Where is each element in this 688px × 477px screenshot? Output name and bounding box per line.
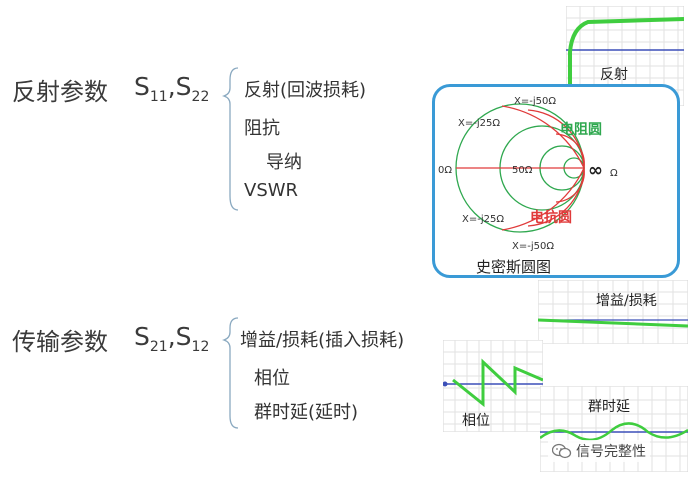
reflection-title: 反射参数 — [12, 78, 108, 106]
transmission-params: S21,S12 — [134, 322, 210, 355]
reflection-item-return-loss: 反射(回波损耗) — [244, 80, 367, 101]
smith-chart-box — [432, 84, 680, 278]
transmission-item-group-delay: 群时延(延时) — [254, 402, 359, 423]
reactance-arc-upper-2 — [527, 109, 585, 169]
reactance-arc-lower-3 — [555, 167, 585, 203]
smith-caption: 史密斯圆图 — [476, 258, 551, 276]
watermark: 信号完整性 — [548, 440, 650, 462]
reflection-item-admittance: 导纳 — [266, 152, 302, 173]
label-infinity-unit: Ω — [610, 168, 618, 179]
reactance-arc-lower-1 — [501, 167, 585, 231]
watermark-text: 信号完整性 — [576, 444, 646, 460]
reactance-arc-lower-2 — [527, 167, 585, 227]
panel-label-gain-loss: 增益/损耗 — [596, 293, 657, 309]
reactance-arc-upper-3 — [555, 133, 585, 169]
smith-chart: X=-j50Ω X=-j25Ω 0Ω 50Ω ∞ Ω X=-j25Ω X=-j5… — [438, 96, 618, 276]
label-infinity: ∞ — [588, 160, 603, 181]
panel-label-group-delay: 群时延 — [588, 399, 630, 415]
reflection-item-impedance: 阻抗 — [244, 118, 280, 139]
reflection-params: S11,S22 — [134, 72, 210, 105]
transmission-brace — [222, 317, 239, 429]
reflection-item-vswr: VSWR — [244, 180, 299, 201]
wechat-icon — [552, 443, 572, 459]
transmission-item-gain-loss: 增益/损耗(插入损耗) — [240, 330, 405, 351]
label-resistance-circle: 电阻圆 — [560, 121, 602, 138]
label-bottom: X=-j50Ω — [512, 241, 554, 252]
reactance-arc-upper-1 — [501, 105, 585, 169]
label-lower-left: X=-j25Ω — [462, 214, 504, 225]
phase-panel — [443, 340, 543, 432]
label-top: X=-j50Ω — [514, 96, 556, 107]
panel-label-phase: 相位 — [462, 413, 490, 429]
label-zero: 0Ω — [438, 165, 452, 176]
label-upper-left: X=-j25Ω — [458, 118, 500, 129]
label-center: 50Ω — [512, 165, 533, 176]
gain-loss-panel — [538, 280, 688, 344]
reflection-brace — [222, 67, 239, 211]
panel-label-reflection: 反射 — [600, 67, 628, 83]
label-reactance-circle: 电抗圆 — [530, 209, 572, 226]
transmission-title: 传输参数 — [12, 328, 108, 356]
transmission-item-phase: 相位 — [254, 368, 290, 389]
